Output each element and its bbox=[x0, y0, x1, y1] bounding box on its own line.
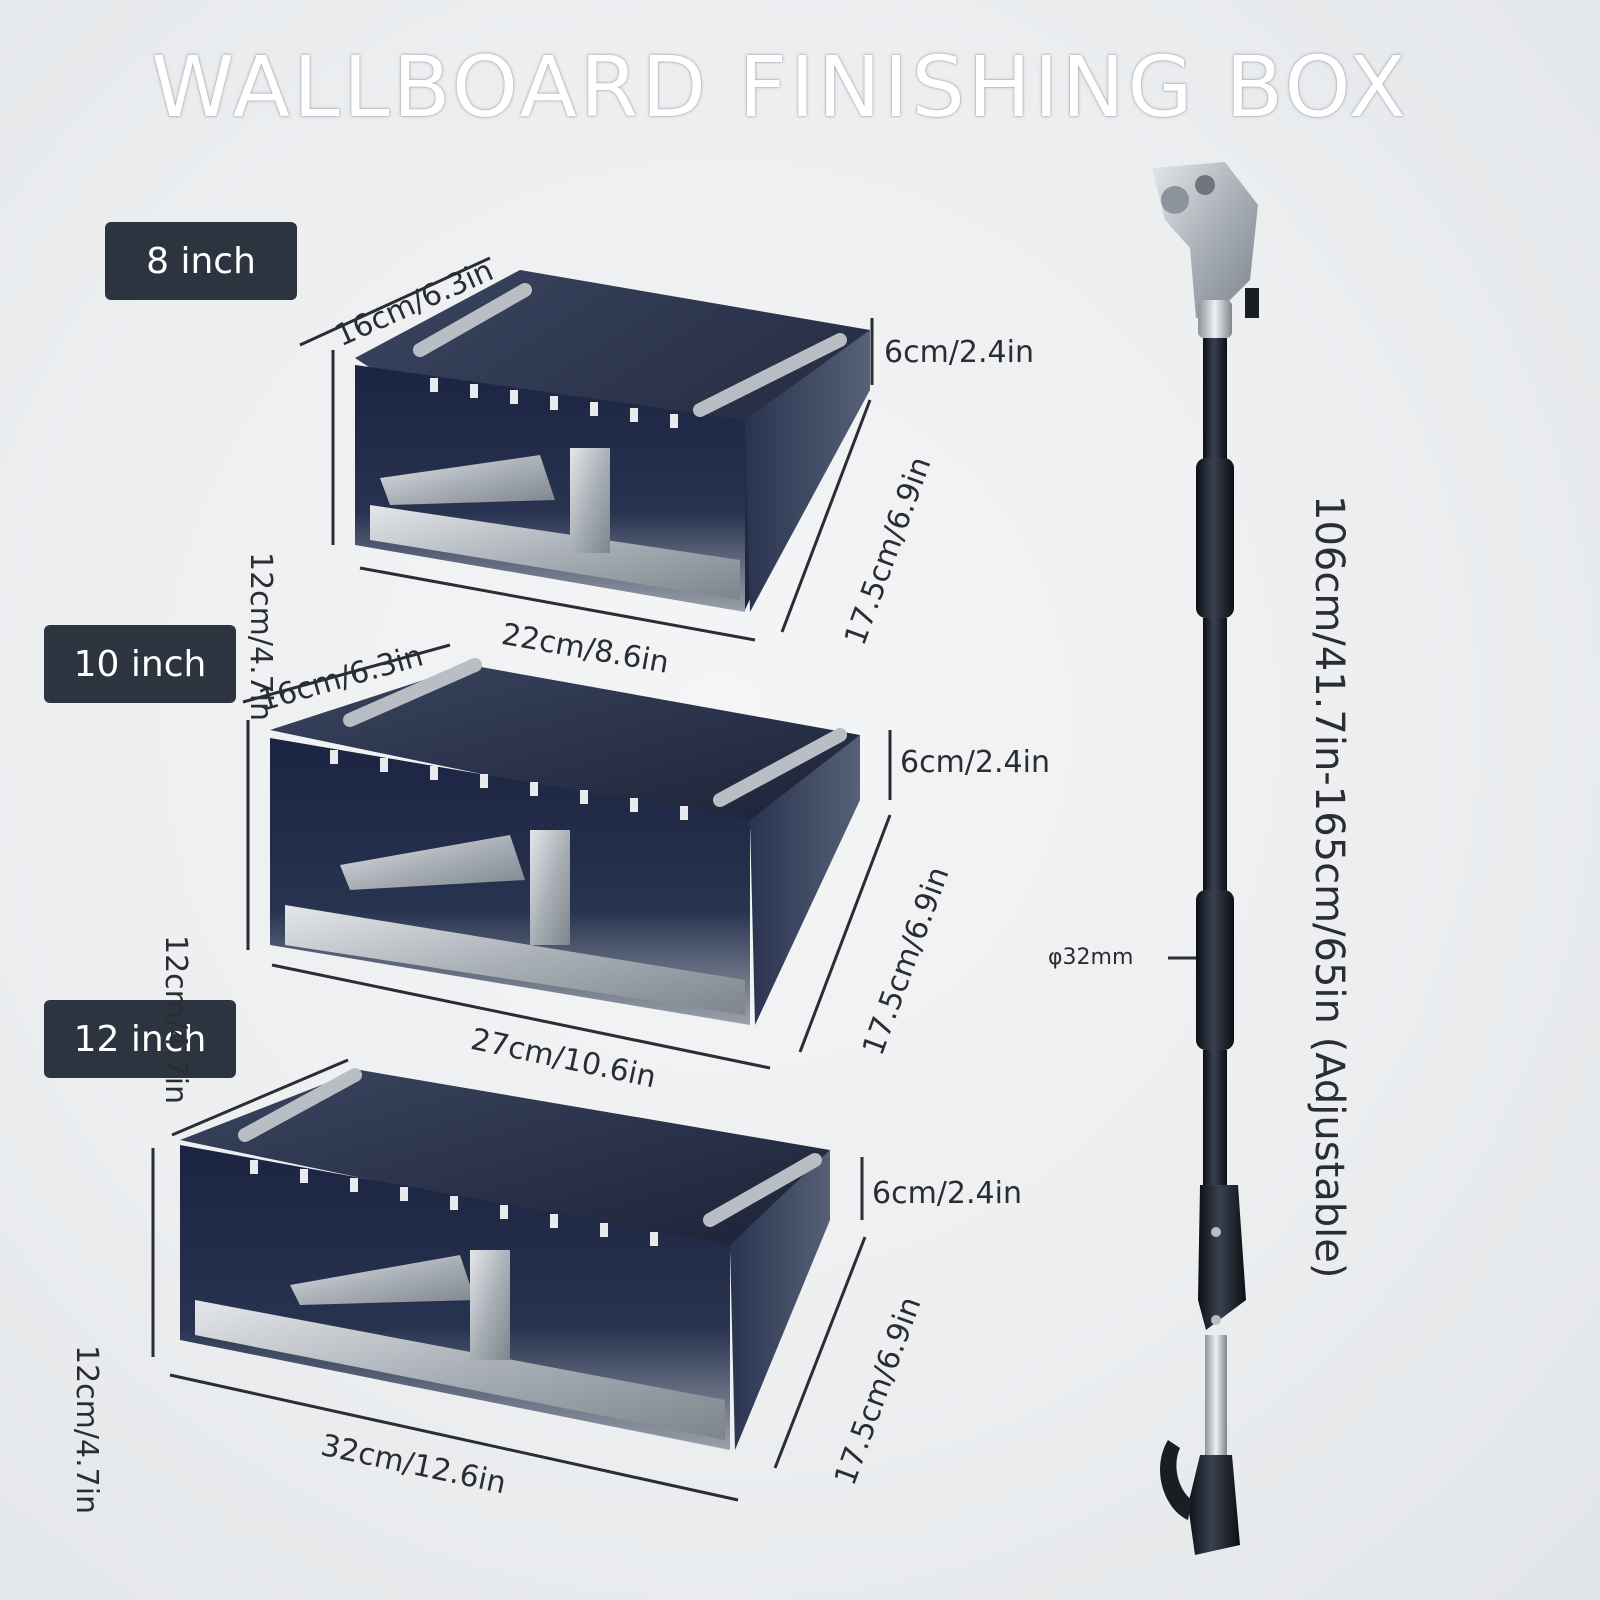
dimension-lines bbox=[151, 256, 1212, 1502]
size-badge-8-inch: 8 inch bbox=[105, 222, 297, 300]
box-8-inch-image bbox=[355, 270, 870, 612]
box-12-height-label: 12cm/4.7in bbox=[69, 1345, 104, 1515]
size-badge-12-inch: 12 inch bbox=[44, 1000, 236, 1078]
box-10-blade-label: 6cm/2.4in bbox=[900, 745, 1050, 780]
page-title: WALLBOARD FINISHING BOX bbox=[151, 38, 1409, 136]
extension-handle-image bbox=[1152, 162, 1259, 1555]
size-badge-10-inch: 10 inch bbox=[44, 625, 236, 703]
box-10-inch-image bbox=[270, 658, 860, 1025]
handle-length-label: 106cm/41.7in-165cm/65in (Adjustable) bbox=[1306, 495, 1352, 1279]
handle-diameter-label: φ32mm bbox=[1048, 945, 1134, 970]
box-12-inch-image bbox=[180, 1068, 830, 1450]
box-10-height-label: 12cm/4.7in bbox=[158, 935, 193, 1105]
box-12-blade-label: 6cm/2.4in bbox=[872, 1176, 1022, 1211]
box-8-blade-label: 6cm/2.4in bbox=[884, 335, 1034, 370]
